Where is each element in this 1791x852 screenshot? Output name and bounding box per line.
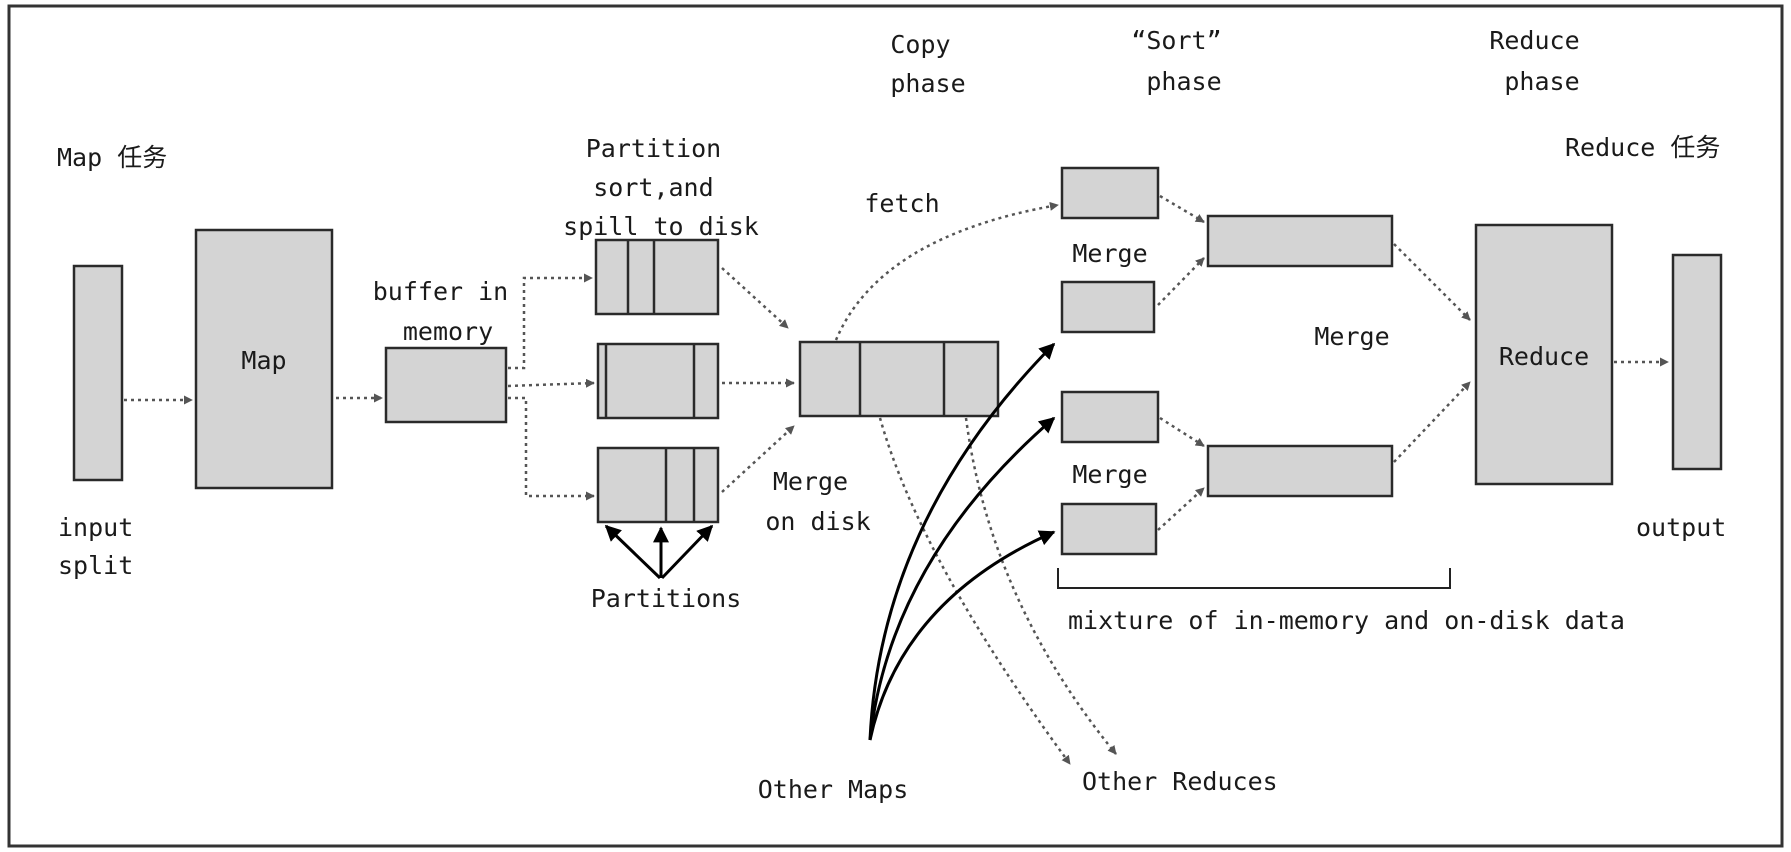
copy-phase-line2: phase [890, 69, 965, 98]
arrow-merged1-to-reduce [1393, 243, 1471, 321]
merge-on-disk-line2: on disk [765, 507, 870, 536]
arrow-seg1-to-merged1 [1159, 194, 1205, 224]
segment-box-3 [1060, 390, 1160, 444]
segment-box-4 [1060, 502, 1158, 556]
buffer-line1: buffer in [373, 277, 508, 306]
output-box [1671, 253, 1723, 471]
arrow-spill-1-to-merge [721, 267, 789, 329]
sort-phase-line2: phase [1146, 67, 1221, 96]
buffer-label: buffer in memory [373, 277, 524, 346]
reduce-box [1474, 223, 1614, 486]
arrow-merged2-to-reduce [1393, 381, 1471, 463]
buffer-line2: memory [403, 317, 493, 346]
outer-frame [7, 4, 1784, 848]
mixture-bracket [1057, 568, 1451, 589]
input-split-line2: split [58, 551, 133, 580]
sort-phase-line1: “Sort” [1131, 26, 1221, 55]
partition-line1: Partition [586, 134, 721, 163]
input-split-box [72, 264, 124, 482]
other-maps-label: Other Maps [758, 775, 909, 804]
arrow-buffer-to-spill-1 [508, 273, 593, 370]
partition-arrow-right [660, 524, 714, 580]
spill-file-2 [596, 342, 720, 420]
intermediate-merged-2 [1206, 444, 1394, 498]
sort-phase-label: “Sort” phase [1131, 26, 1236, 96]
merge-on-disk-line1: Merge [773, 467, 848, 496]
arrow-to-other-reduces-2 [964, 417, 1117, 755]
other-map-curve-1 [868, 342, 1056, 741]
other-map-curve-3 [868, 530, 1056, 741]
other-map-curve-2 [868, 416, 1056, 741]
other-reduces-label: Other Reduces [1082, 767, 1278, 796]
segment-box-2 [1060, 280, 1156, 334]
arrow-buffer-to-spill-2 [507, 378, 595, 388]
partition-arrow-left [604, 524, 662, 580]
merged-map-output [798, 340, 1000, 418]
map-task-title: Map 任务 [57, 143, 167, 172]
arrow-buffer-to-spill-3 [508, 396, 595, 501]
arrow-seg3-to-merged2 [1159, 416, 1205, 448]
merge-middle-label: Merge [1314, 322, 1389, 351]
arrow-seg4-to-merged2 [1157, 487, 1205, 531]
map-label: Map [241, 346, 286, 375]
reduce-label: Reduce [1499, 342, 1589, 371]
output-label: output [1636, 513, 1726, 542]
arrow-fetch [834, 201, 1059, 341]
map-box [194, 228, 334, 490]
reduce-phase-line2: phase [1504, 67, 1579, 96]
mixture-label: mixture of in-memory and on-disk data [1068, 606, 1625, 635]
intermediate-merged-1 [1206, 214, 1394, 268]
buffer-box [384, 346, 508, 424]
fetch-label: fetch [864, 189, 939, 218]
input-split-line1: input [58, 513, 133, 542]
reduce-phase-line1: Reduce [1489, 26, 1579, 55]
reduce-task-title: Reduce 任务 [1565, 133, 1720, 162]
reduce-phase-label: Reduce phase [1489, 26, 1594, 96]
arrow-spill-3-to-merge [721, 425, 795, 493]
partition-line3: spill to disk [563, 212, 759, 241]
spill-file-3 [596, 446, 720, 524]
arrow-seg2-to-merged1 [1157, 257, 1205, 306]
merge-on-disk-label: Merge on disk [765, 467, 870, 536]
partitions-label: Partitions [591, 584, 742, 613]
copy-phase-line1: Copy [890, 30, 950, 59]
arrow-to-other-reduces-1 [878, 417, 1072, 765]
partition-line2: sort,and [593, 173, 713, 202]
copy-phase-label: Copy phase [890, 30, 965, 98]
merge-top-label: Merge [1072, 239, 1147, 268]
merge-bottom-label: Merge [1072, 460, 1147, 489]
input-split-label: input split [58, 513, 148, 580]
spill-file-1 [594, 238, 720, 316]
segment-box-1 [1060, 166, 1160, 220]
partition-sort-label: Partition sort,and spill to disk [563, 134, 759, 241]
